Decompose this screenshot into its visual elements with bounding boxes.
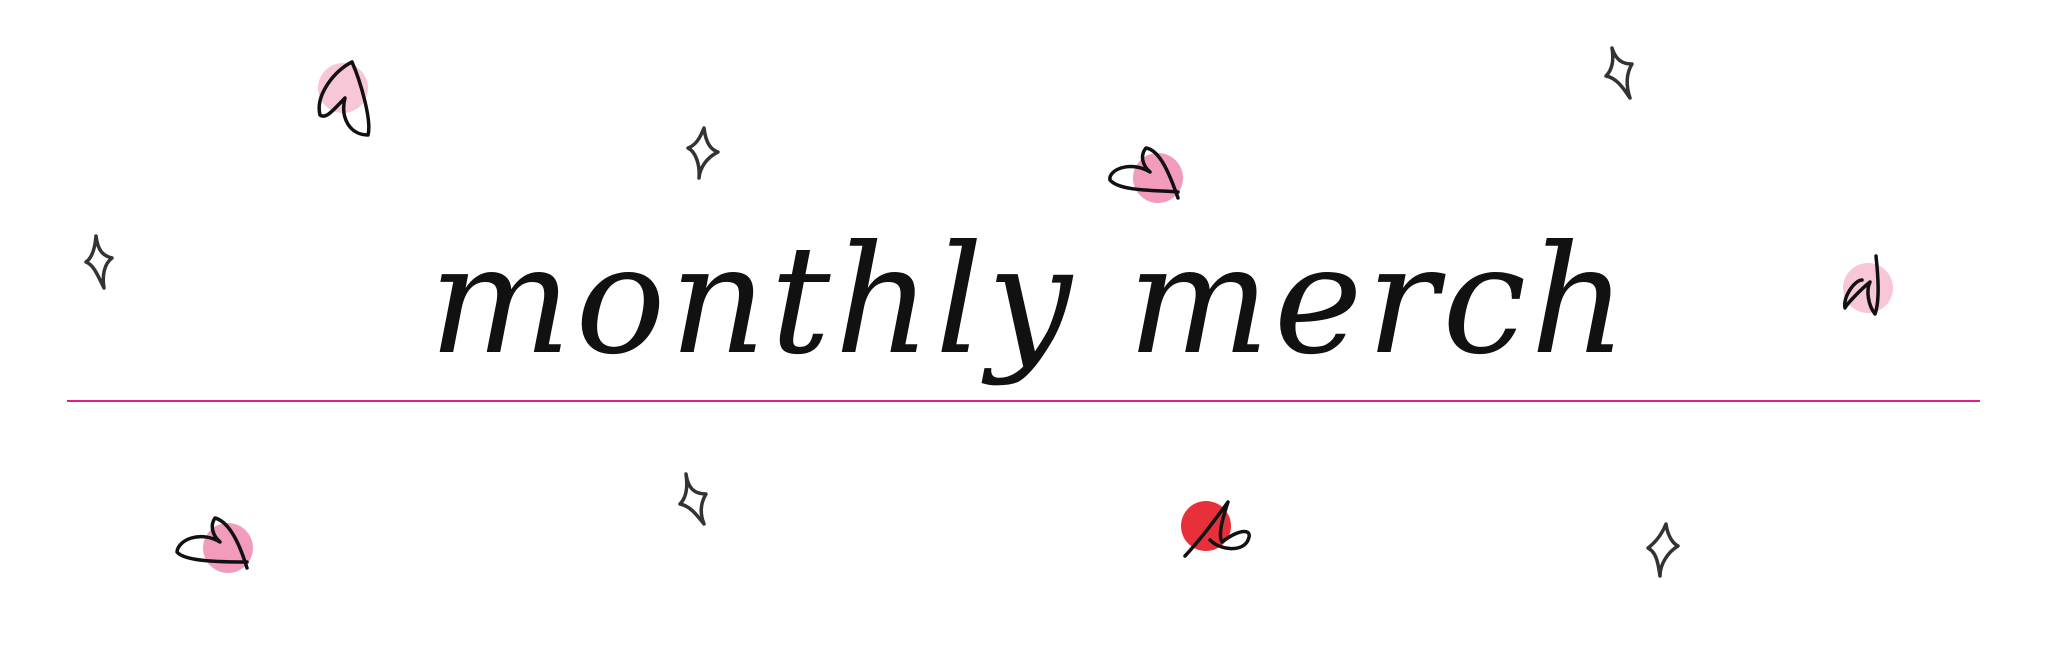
sparkle-icon (678, 472, 708, 526)
heart-doodle-icon (1843, 254, 1893, 316)
sparkle-icon (1604, 46, 1634, 100)
heart-doodle-icon (1108, 146, 1183, 203)
heart-doodle-icon (175, 516, 253, 573)
heart-doodle-icon (1181, 500, 1251, 558)
sparkle-icon (84, 234, 114, 290)
heart-doodle-icon (317, 60, 371, 137)
sparkle-icon (686, 126, 720, 180)
banner-title: monthly merch (429, 214, 1631, 388)
sparkle-icon (1646, 522, 1680, 578)
